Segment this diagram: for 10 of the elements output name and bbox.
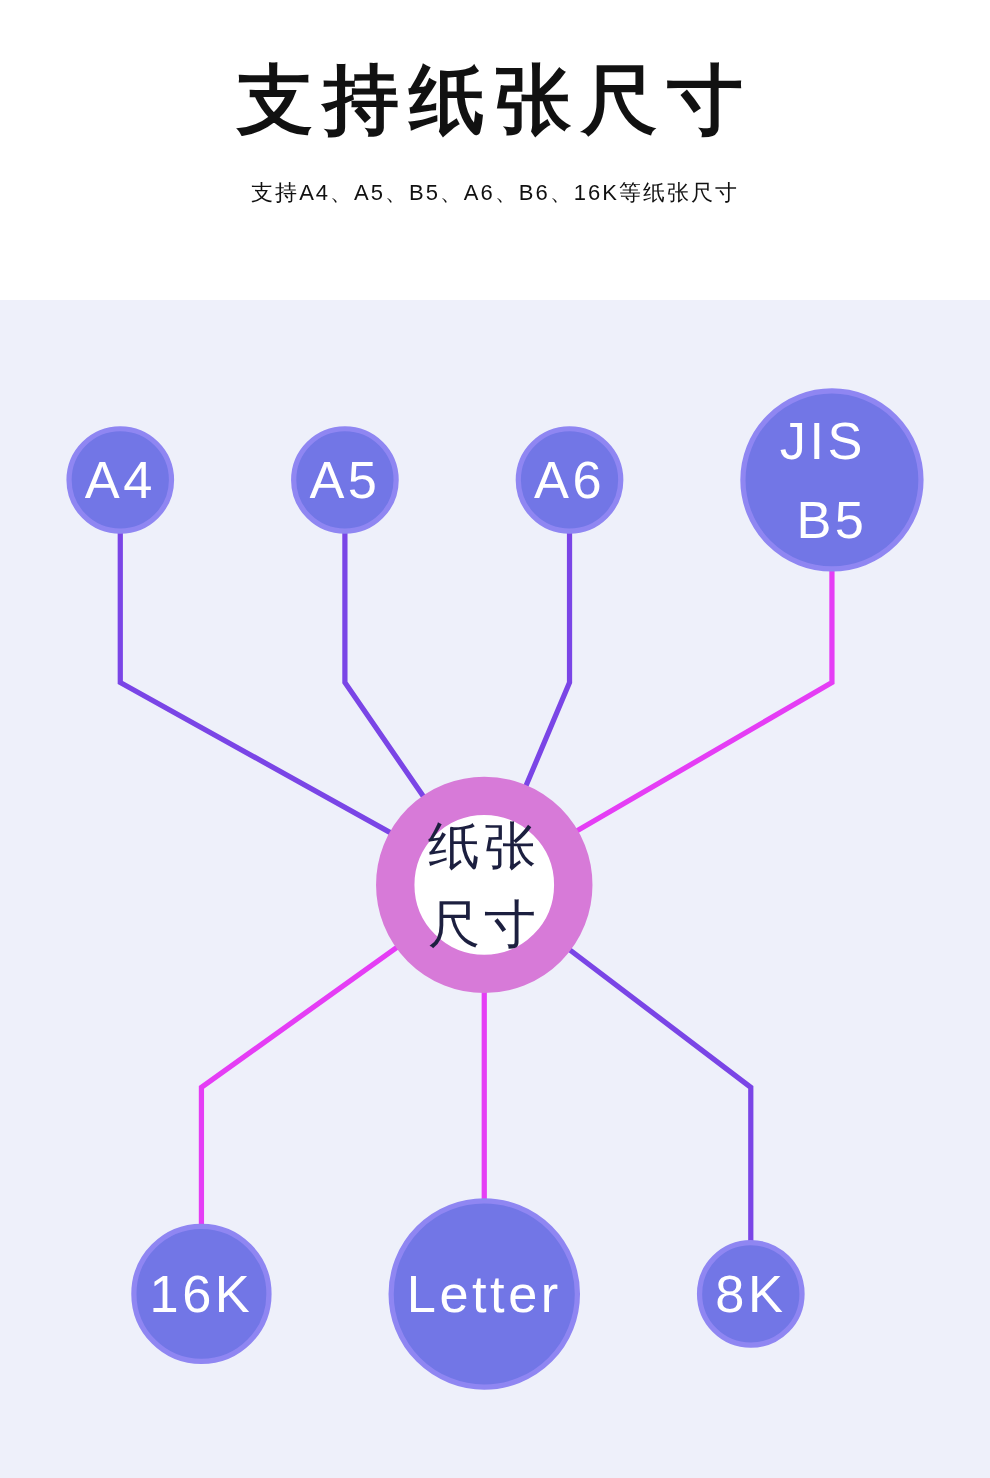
title: 支持纸张尺寸 (237, 58, 753, 142)
node-circle: A4 (66, 426, 175, 534)
node-circle: 纸张尺寸 (376, 776, 593, 994)
node-circle: 16K (131, 1223, 272, 1365)
node-circle: 8K (696, 1240, 805, 1348)
subtitle: 支持A4、A5、B5、A6、B6、16K等纸张尺寸 (251, 178, 739, 207)
node-circle: A5 (291, 426, 399, 534)
node-circle: Letter (388, 1198, 580, 1390)
node-circle: A6 (515, 426, 624, 534)
node-circle: JIS B5 (740, 388, 924, 572)
